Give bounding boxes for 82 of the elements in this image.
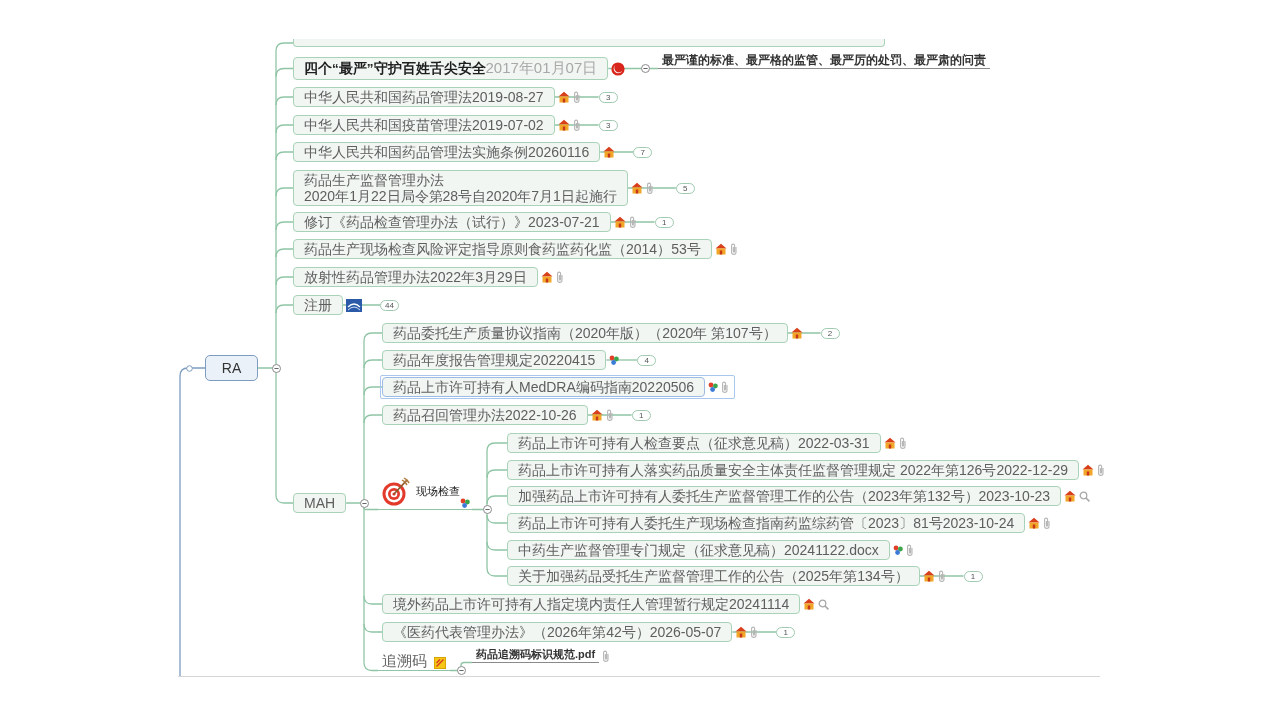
topic-box: 药品生产现场检查风险评定指导原则食药监药化监（2014）53号 xyxy=(293,239,712,259)
connector-line xyxy=(275,248,294,258)
count-badge: 3 xyxy=(598,119,618,131)
topic-box: 中华人民共和国药品管理法实施条例20260116 xyxy=(293,142,601,162)
topic-box: 关于加强药品受托生产监督管理工作的公告（2025年第134号） xyxy=(507,566,920,586)
topic-box: 放射性药品管理办法2022年3月29日 xyxy=(293,267,538,287)
topic-box: 药品上市许可持有人落实药品质量安全主体责任监督管理规定 2022年第126号2022-12-29 xyxy=(507,460,1079,480)
count-badge: 2 xyxy=(820,327,840,339)
connector-line xyxy=(363,414,383,424)
connector-line xyxy=(275,124,294,134)
count-badge: 1 xyxy=(654,216,674,228)
connector-line xyxy=(486,495,508,505)
connector-line xyxy=(275,67,294,78)
topic-box: 中药生产监督管理专门规定（征求意见稿）20241122.docx xyxy=(507,540,890,560)
connector-line xyxy=(275,494,294,504)
connector-line xyxy=(345,340,365,664)
connector-line xyxy=(599,151,634,153)
connector-line xyxy=(275,221,294,231)
topic-box xyxy=(293,39,885,47)
count-badge: 1 xyxy=(776,626,796,638)
connector-line xyxy=(275,276,294,286)
topic-box: 四个“最严”守护百姓舌尖安全2017年01月07日 xyxy=(293,57,609,80)
connector-line xyxy=(486,541,508,551)
count-badge: 1 xyxy=(963,570,983,582)
count-badge: 4 xyxy=(637,354,657,366)
connector-line xyxy=(179,367,206,677)
topic-box: 药品上市许可持有人MedDRA编码指南20220506 xyxy=(382,377,706,397)
connector-line xyxy=(275,96,294,106)
topic-label: 追溯码 xyxy=(382,653,427,669)
topic-box: 《医药代表管理办法》（2026年第42号）2026-05-07 xyxy=(382,622,733,642)
topic-box: 药品召回管理办法2022-10-26 xyxy=(382,405,588,425)
connector-line xyxy=(554,96,600,98)
topic-box: 药品委托生产质量协议指南（2020年版）（2020年 第107号） xyxy=(382,323,788,343)
topic-text: 2020年1月22日局令第28号自2020年7月1日起施行 xyxy=(304,188,617,204)
topic-box: 中华人民共和国疫苗管理法2019-07-02 xyxy=(293,115,555,135)
connector-line xyxy=(342,304,381,306)
topic-box: 药品年度报告管理规定20220415 xyxy=(382,350,607,370)
connector-line xyxy=(363,386,383,396)
root-box: RA xyxy=(205,355,258,381)
count-badge: 7 xyxy=(633,146,653,158)
connector-line xyxy=(605,359,638,361)
connector-line xyxy=(627,187,677,189)
topic-title: 药品生产监督管理办法 xyxy=(304,172,445,188)
connector-line xyxy=(587,414,633,416)
topic-box: 中华人民共和国药品管理法2019-08-27 xyxy=(293,87,555,107)
topic-box: 药品上市许可持有人检查要点（征求意见稿）2022-03-31 xyxy=(507,433,881,453)
topic-box: 加强药品上市许可持有人委托生产监督管理工作的公告（2023年第132号）2023-10-23 xyxy=(507,486,1062,506)
connector-line xyxy=(363,595,383,605)
connector-line xyxy=(363,332,383,342)
connector-line xyxy=(449,661,473,672)
connector-line xyxy=(275,304,294,314)
connector-line xyxy=(786,332,822,334)
connector-line xyxy=(918,575,965,577)
count-badge: 44 xyxy=(380,299,399,311)
topic-box xyxy=(293,170,628,206)
topic-label: 现场检查 xyxy=(416,485,460,497)
connector-line xyxy=(486,514,508,524)
topic-box: 注册 xyxy=(293,295,343,315)
topic-box: 修订《药品检查管理办法（试行）》2023-07-21 xyxy=(293,212,611,232)
topic-box: 药品上市许可持有人委托生产现场检查指南药监综药管〔2023〕81号2023-10-24 xyxy=(507,513,1026,533)
topic-box: MAH xyxy=(293,493,347,513)
connector-line xyxy=(363,623,383,633)
connector-line xyxy=(275,42,294,52)
connector-line xyxy=(554,124,600,126)
underlined-topic xyxy=(378,653,450,671)
topic-box: 境外药品上市许可持有人指定境内责任人管理暂行规定20241114 xyxy=(382,594,801,614)
connector-line xyxy=(275,187,294,197)
connector-line xyxy=(486,567,508,577)
connector-line xyxy=(486,442,508,452)
count-badge: 5 xyxy=(675,182,695,194)
connector-line xyxy=(363,661,379,672)
connector-line xyxy=(257,50,277,496)
count-badge: 1 xyxy=(631,409,651,421)
connector-line xyxy=(363,359,383,369)
connector-line xyxy=(486,469,508,479)
connector-line xyxy=(610,221,656,223)
connector-line xyxy=(731,631,777,633)
topic-label: 药品追溯码标识规范.pdf xyxy=(472,648,600,663)
connector-line xyxy=(275,151,294,161)
connector-line xyxy=(471,450,488,569)
count-badge: 3 xyxy=(598,91,618,103)
topic-label: 最严谨的标准、最严格的监管、最严厉的处罚、最严肃的问责 xyxy=(658,53,990,69)
